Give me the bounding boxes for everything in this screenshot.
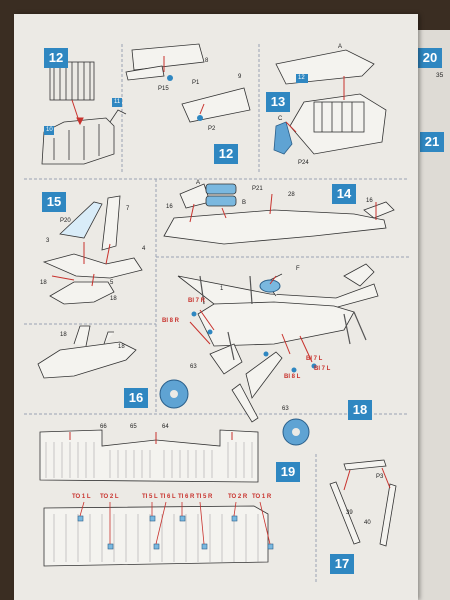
part-8-label: 8 <box>205 58 209 64</box>
part-A-label: A <box>338 44 343 50</box>
decal-ti5r: TI 5 R <box>196 494 213 500</box>
part-35-label: 35 <box>436 72 444 79</box>
part-66-label: 66 <box>100 424 107 430</box>
decal-bi8l: BI 8 L <box>284 374 301 380</box>
part-P20-label: P20 <box>60 218 71 224</box>
part-P24-label: P24 <box>298 160 309 166</box>
decal-to2l: TO 2 L <box>100 494 119 500</box>
decal-ti6r: TI 6 R <box>178 494 195 500</box>
part-P1-label: P1 <box>192 80 200 86</box>
part-65-label: 65 <box>130 424 137 430</box>
part-64-label: 64 <box>162 424 169 430</box>
part-10-label: 10 <box>46 127 53 133</box>
step-12-badge: 12 <box>44 48 68 68</box>
decal-bi7r: BI 7 R <box>188 298 206 304</box>
step-18-badge: 18 <box>348 400 372 420</box>
part-40-label: 40 <box>364 520 371 526</box>
part-63-label-b: 63 <box>282 406 289 412</box>
part-B-label: B <box>242 200 247 206</box>
decal-bi7l-secondary: BI 7 L <box>314 366 331 372</box>
part-18-label-b: 18 <box>110 296 117 302</box>
step-14-badge: 14 <box>332 184 356 204</box>
instruction-page: 12 12 13 14 15 16 17 18 19 8 9 10 11 12 … <box>14 14 418 600</box>
part-P2-label: P2 <box>208 126 216 132</box>
step-17-badge: 17 <box>330 554 354 574</box>
step-12-badge-secondary: 12 <box>214 144 238 164</box>
step-20-badge: 20 <box>418 48 442 68</box>
decal-to1r: TO 1 R <box>252 494 272 500</box>
step-13-badge: 13 <box>266 92 290 112</box>
part-39-label: 39 <box>346 510 353 516</box>
part-18-label-d: 18 <box>118 344 125 350</box>
decal-ti5l: TI 5 L <box>142 494 158 500</box>
step-19-badge: 19 <box>276 462 300 482</box>
part-1-label: 1 <box>220 286 224 292</box>
part-12-label: 12 <box>298 75 305 81</box>
decal-to1l: TO 1 L <box>72 494 91 500</box>
part-18-label-c: 18 <box>60 332 67 338</box>
part-18-label-a: 18 <box>40 280 47 286</box>
part-28-label: 28 <box>288 192 295 198</box>
part-16-label-b: 16 <box>166 204 173 210</box>
part-63-label-a: 63 <box>190 364 197 370</box>
part-4-label: 4 <box>142 246 146 252</box>
assembly-line-art <box>24 43 409 584</box>
part-P3-label: P3 <box>376 474 384 480</box>
step-21-badge: 21 <box>420 132 444 152</box>
part-3-label: 3 <box>46 238 50 244</box>
decal-bi7l: BI 7 L <box>306 356 323 362</box>
part-F-label: F <box>296 266 300 272</box>
part-16-label: 16 <box>366 198 373 204</box>
part-9-label: 9 <box>238 74 242 80</box>
step-16-badge: 16 <box>124 388 148 408</box>
part-7-label: 7 <box>126 206 130 212</box>
part-11-label: 11 <box>114 99 121 105</box>
decal-ti6l: TI 6 L <box>160 494 176 500</box>
part-P21-label: P21 <box>252 186 263 192</box>
decal-to2r: TO 2 R <box>228 494 248 500</box>
part-A-label-14: A <box>196 180 201 186</box>
part-C-label: C <box>278 116 283 122</box>
step-15-badge: 15 <box>42 192 66 212</box>
decal-bi8r: BI 8 R <box>162 318 180 324</box>
part-5-label: 5 <box>110 280 114 286</box>
part-P15-label: P15 <box>158 86 169 92</box>
